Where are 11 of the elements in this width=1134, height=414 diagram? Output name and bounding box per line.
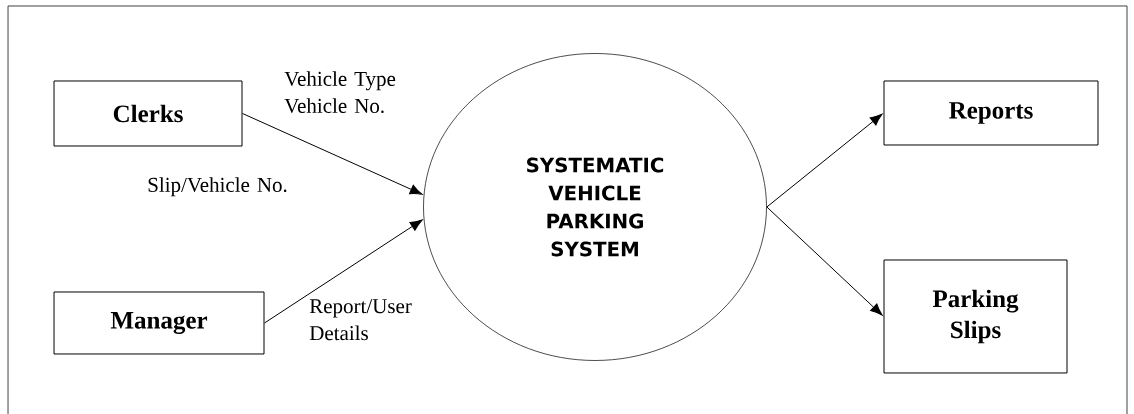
- arrow: [242, 113, 423, 195]
- entity-box: Manager: [53, 291, 265, 355]
- entity-box: Clerks: [53, 80, 243, 147]
- arrow: [766, 113, 883, 208]
- entity-box: Reports: [883, 80, 1099, 146]
- entity-box: Parking Slips: [883, 259, 1068, 374]
- arrow: [264, 219, 423, 324]
- edge-label: Vehicle Type Vehicle No.: [284, 71, 396, 114]
- flow-label: Slip/Vehicle No.: [148, 177, 287, 197]
- edge-label: Report/User Details: [309, 299, 412, 341]
- arrow: [766, 206, 883, 316]
